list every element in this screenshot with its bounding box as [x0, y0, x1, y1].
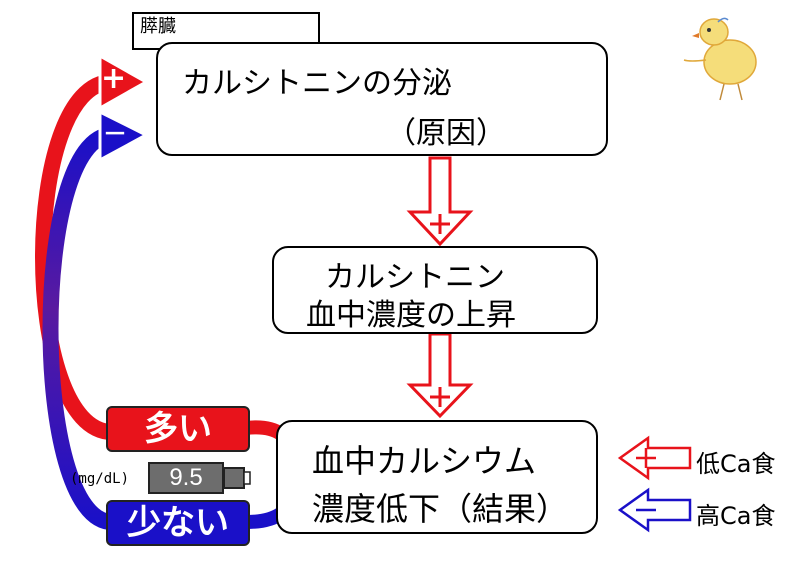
minus-arrowhead-icon: [98, 109, 150, 163]
arrow-middle-to-result-icon: [406, 332, 474, 419]
middle-box: [272, 246, 598, 334]
cause-box: [156, 42, 608, 156]
meter-value: 9.5: [169, 464, 203, 491]
arrow-cause-to-middle-icon: [406, 156, 474, 247]
cause-title: カルシトニンの分泌: [182, 66, 452, 101]
low-ca-arrow-icon: [617, 435, 692, 481]
pancreas-label-text: 膵臓: [140, 16, 176, 37]
result-box: [276, 420, 598, 534]
meter-cap: [223, 467, 245, 489]
chick-icon: [683, 17, 757, 101]
meter-display: 9.5: [148, 462, 224, 494]
plus-arrowhead-icon: [98, 53, 150, 111]
plus-feedback-arc: [35, 74, 114, 440]
high-ca-arrow-icon: [617, 487, 692, 533]
minus-feedback-arc: [42, 127, 114, 530]
high-level-pill: 多い: [106, 406, 250, 452]
middle-line1: カルシトニン: [325, 260, 505, 295]
cause-subtitle: （原因）: [386, 116, 506, 151]
result-line2: 濃度低下（結果）: [312, 490, 569, 528]
low-level-pill: 少ない: [106, 500, 250, 546]
result-line1: 血中カルシウム: [312, 442, 537, 480]
minus-sign: －: [103, 120, 127, 148]
low-level-text: 少ない: [127, 503, 229, 543]
meter-unit: (mg/dL): [70, 471, 130, 487]
legend-high-ca: 高Ca食: [696, 502, 776, 530]
meter-tip: [243, 471, 251, 485]
plus-sign: +: [101, 61, 127, 96]
high-level-text: 多い: [144, 409, 212, 449]
middle-line2: 血中濃度の上昇: [306, 298, 516, 333]
legend-low-ca: 低Ca食: [696, 450, 776, 478]
